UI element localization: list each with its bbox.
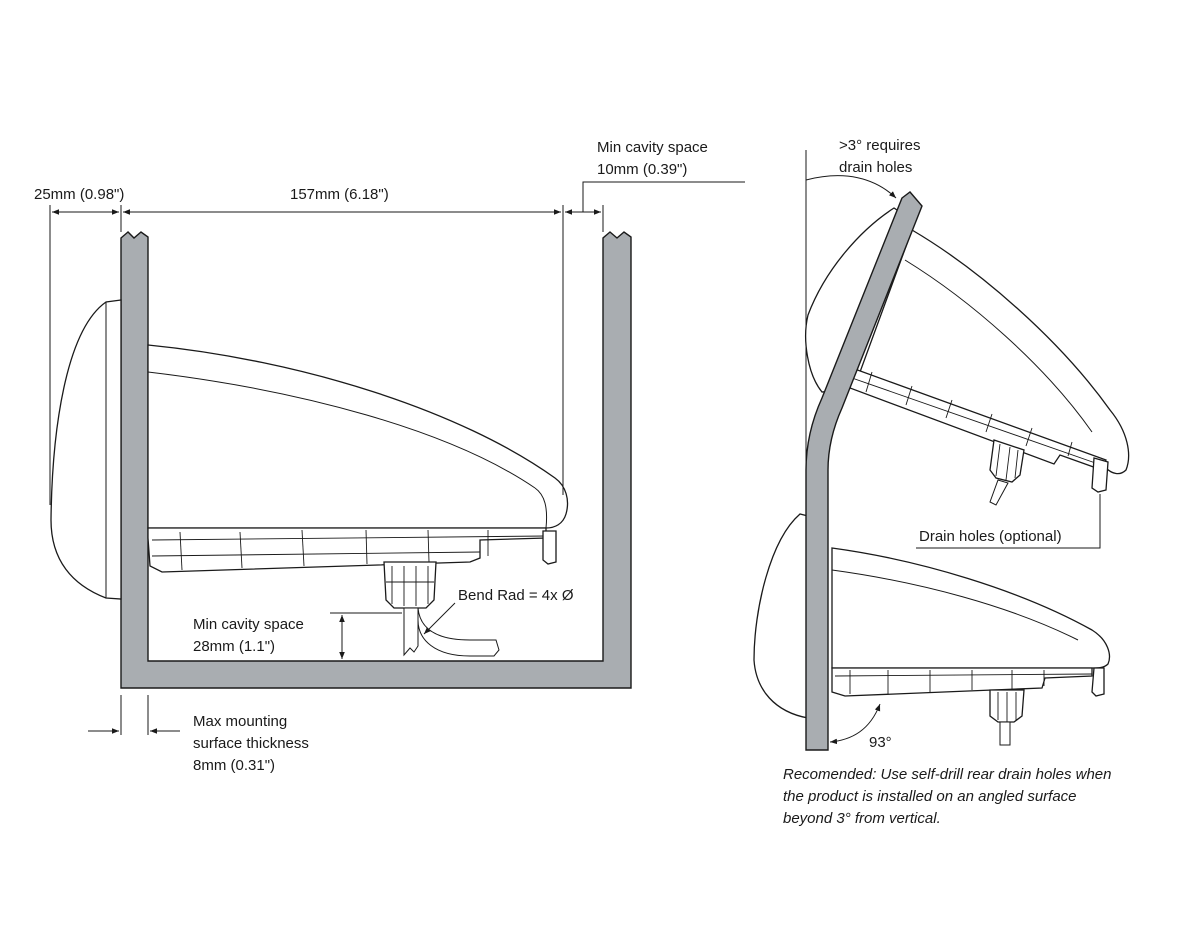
- rear-cavity-label-title: Min cavity space: [597, 139, 708, 156]
- recommendation-note-2: the product is installed on an angled su…: [783, 788, 1077, 805]
- recommendation-note-3: beyond 3° from vertical.: [783, 810, 941, 827]
- cable-straight: [403, 607, 419, 657]
- front-depth-label: 25mm (0.98"): [34, 186, 124, 203]
- mounting-wall: [120, 231, 632, 689]
- bottom-cavity-label-title: Min cavity space: [193, 616, 304, 633]
- body-depth-label: 157mm (6.18"): [290, 186, 389, 203]
- drain-requirement-label-2: drain holes: [839, 159, 912, 176]
- mounting-angle-arc: [829, 703, 881, 745]
- tilted-unit: [805, 207, 1130, 506]
- max-thickness-label-2: surface thickness: [193, 735, 309, 752]
- vertical-unit: [753, 513, 1111, 746]
- cable-bent: [417, 607, 500, 657]
- cable-gland: [383, 561, 437, 609]
- unit-housing: [147, 344, 569, 529]
- angled-surface-view: >3° requires drain holes Drain holes (op…: [753, 137, 1130, 827]
- recommendation-note-1: Recomended: Use self-drill rear drain ho…: [783, 766, 1112, 783]
- angled-mounting-wall: [805, 191, 923, 751]
- drain-holes-leader: [916, 494, 1101, 549]
- bottom-cavity-label-value: 28mm (1.1"): [193, 638, 275, 655]
- cavity-section-view: 25mm (0.98") 157mm (6.18") Min cavity sp…: [34, 139, 745, 774]
- drain-holes-label: Drain holes (optional): [919, 528, 1062, 545]
- bend-radius-leader: [423, 602, 456, 635]
- angle-label: 93°: [869, 734, 892, 751]
- tilt-angle-arc: [805, 175, 897, 199]
- front-bezel: [50, 299, 122, 600]
- rear-cavity-label-value: 10mm (0.39"): [597, 161, 687, 178]
- max-thickness-label-3: 8mm (0.31"): [193, 757, 275, 774]
- max-thickness-label-1: Max mounting: [193, 713, 287, 730]
- drain-requirement-label-1: >3° requires: [839, 137, 920, 154]
- ribbed-base: [147, 527, 547, 573]
- bend-radius-label: Bend Rad = 4x Ø: [458, 587, 574, 604]
